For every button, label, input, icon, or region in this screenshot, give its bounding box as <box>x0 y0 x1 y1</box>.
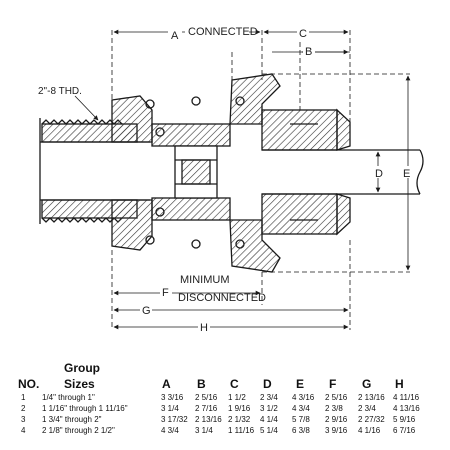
cell-a: 3 17/32 <box>161 415 188 424</box>
cell-f: 2 5/16 <box>325 393 348 402</box>
cell-c: 1 1/2 <box>228 393 246 402</box>
cell-b: 2 13/16 <box>195 415 222 424</box>
cell-sizes: 1 1/16" through 1 11/16" <box>42 404 128 413</box>
header-h: H <box>395 377 404 391</box>
label-thread: 2"-8 THD. <box>38 86 82 97</box>
cell-g: 2 27/32 <box>358 415 385 424</box>
cell-b: 2 5/16 <box>195 393 218 402</box>
cell-d: 4 1/4 <box>260 415 278 424</box>
cell-sizes: 1/4" through 1" <box>42 393 95 402</box>
thread-teeth-upper <box>41 119 123 125</box>
cell-a: 3 1/4 <box>161 404 179 413</box>
cell-d: 5 1/4 <box>260 426 278 435</box>
cell-b: 3 1/4 <box>195 426 213 435</box>
cell-g: 2 13/16 <box>358 393 385 402</box>
cell-no: 2 <box>21 404 26 413</box>
cell-no: 3 <box>21 415 26 424</box>
thread-leader <box>74 95 99 121</box>
label-f: F <box>162 287 169 299</box>
cell-d: 3 1/2 <box>260 404 278 413</box>
cell-sizes: 1 3/4" through 2" <box>42 415 102 424</box>
cell-e: 4 3/16 <box>292 393 315 402</box>
table-group-label: Group <box>64 361 100 375</box>
label-connected: CONNECTED <box>188 26 258 38</box>
header-g: G <box>362 377 372 391</box>
cell-b: 2 7/16 <box>195 404 218 413</box>
cell-c: 1 11/16 <box>228 426 255 435</box>
header-a: A <box>162 377 171 391</box>
ball-upper-mid <box>191 96 201 106</box>
cell-c: 2 1/32 <box>228 415 251 424</box>
label-g: G <box>142 305 151 317</box>
cell-a: 3 3/16 <box>161 393 184 402</box>
cell-e: 4 3/4 <box>292 404 310 413</box>
coupling-cross-section-drawing: CONNECTED A C B 2"-8 THD. D E MINIMUM F … <box>38 25 424 334</box>
fitting-body <box>39 73 424 273</box>
header-e: E <box>296 377 305 391</box>
cell-sizes: 2 1/8" through 2 1/2" <box>42 426 115 435</box>
cell-e: 6 3/8 <box>292 426 310 435</box>
header-no: NO. <box>18 377 40 391</box>
cell-g: 4 1/16 <box>358 426 381 435</box>
cell-h: 4 11/16 <box>393 393 420 402</box>
cell-no: 1 <box>21 393 26 402</box>
label-disconnected: DISCONNECTED <box>178 292 266 304</box>
label-h: H <box>200 322 208 334</box>
cell-d: 2 3/4 <box>260 393 278 402</box>
socket-upper <box>151 123 231 147</box>
cell-no: 4 <box>21 426 26 435</box>
cell-h: 5 9/16 <box>393 415 416 424</box>
cell-f: 2 3/8 <box>325 404 343 413</box>
cell-f: 3 9/16 <box>325 426 348 435</box>
cell-g: 2 3/4 <box>358 404 376 413</box>
cell-c: 1 9/16 <box>228 404 251 413</box>
header-b: B <box>197 377 206 391</box>
header-sizes: Sizes <box>64 377 95 391</box>
label-d: D <box>375 168 383 180</box>
label-b: B <box>305 46 312 58</box>
thread-teeth-lower <box>41 217 123 223</box>
label-minimum: MINIMUM <box>180 274 230 286</box>
ball-lower-mid <box>191 239 201 249</box>
label-e: E <box>403 168 410 180</box>
collar-lower <box>111 199 153 251</box>
socket-lower <box>151 197 231 221</box>
header-c: C <box>230 377 239 391</box>
ball-lower-left <box>145 235 155 245</box>
dimensions-table: Group NO. Sizes A B C D E F G H 1 1/4" th… <box>0 355 450 450</box>
cell-h: 4 13/16 <box>393 404 420 413</box>
label-a: A <box>171 30 179 42</box>
cell-f: 2 9/16 <box>325 415 348 424</box>
cell-e: 5 7/8 <box>292 415 310 424</box>
plug-lower <box>261 193 338 235</box>
label-c: C <box>299 28 307 40</box>
ball-upper-left <box>145 99 155 109</box>
header-f: F <box>329 377 337 391</box>
cell-h: 6 7/16 <box>393 426 416 435</box>
drawing-labels: CONNECTED A C B 2"-8 THD. D E MINIMUM F … <box>38 25 415 334</box>
header-d: D <box>263 377 272 391</box>
plug-upper <box>261 109 338 151</box>
cell-a: 4 3/4 <box>161 426 179 435</box>
